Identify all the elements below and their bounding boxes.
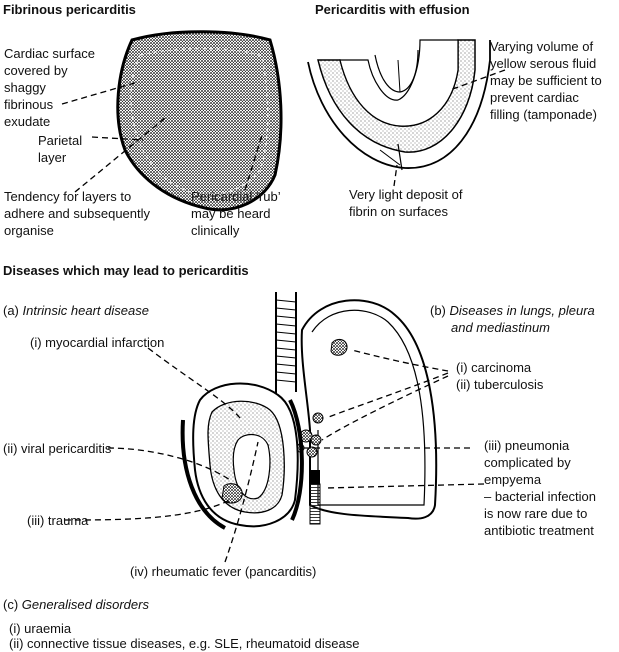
fibrinous-heart [116,30,283,212]
effusion-title: Pericarditis with effusion [315,2,470,17]
connective-tissue-item: (ii) connective tissue diseases, e.g. SL… [9,636,360,651]
mi-label: (i) myocardial infarction [30,335,165,350]
tb-label: (ii) tuberculosis [456,377,544,392]
rheumatic-label: (iv) rheumatic fever (pancarditis) [130,564,317,579]
trauma-label: (iii) trauma [27,513,89,528]
viral-label: (ii) viral pericarditis [3,441,112,456]
diseases-heading: Diseases which may lead to pericarditis [3,263,249,278]
intrinsic-heading: (a) Intrinsic heart disease [3,303,149,318]
effusion-diagram [307,39,491,171]
pointer-lines [61,69,506,563]
carcinoma-label: (i) carcinoma [456,360,532,375]
generalised-heading: (c) Generalised disorders [3,597,149,612]
lung-heart-diagram [180,292,438,530]
fibrinous-title: Fibrinous pericarditis [3,2,136,17]
uraemia-item: (i) uraemia [9,621,72,636]
